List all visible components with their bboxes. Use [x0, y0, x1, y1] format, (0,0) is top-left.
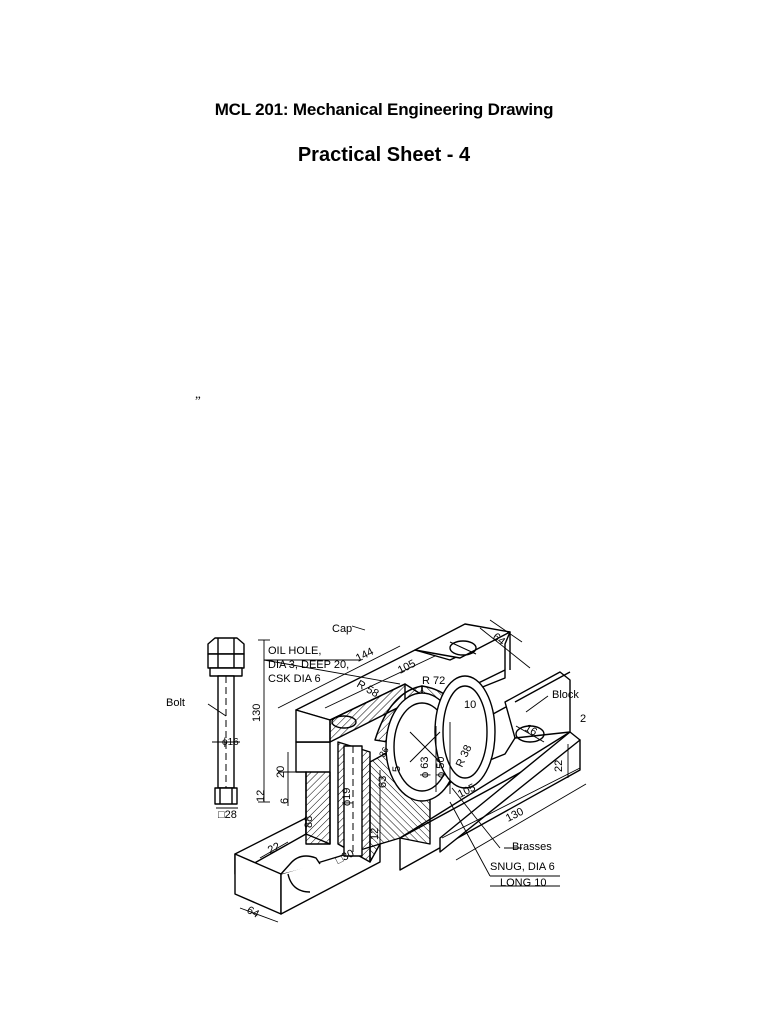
dim-20: 20: [275, 766, 287, 778]
snug-note-line2: LONG 10: [500, 877, 546, 889]
dim-phi50: ϕ 50: [435, 757, 447, 778]
dim-phi16: ϕ16: [222, 737, 239, 748]
sheet-title: Practical Sheet - 4: [297, 144, 471, 166]
isometric-drawing-svg: Cap Bolt Block Brasses OIL HOLE, DIA 3, …: [166, 619, 587, 923]
dim-144: 144: [354, 646, 376, 665]
dim-6: 6: [279, 798, 291, 804]
dim-phi19: ϕ19: [341, 788, 353, 806]
dim-12-bolt: 12: [255, 790, 267, 802]
plummer-block-drawing: Cap Bolt Block Brasses OIL HOLE, DIA 3, …: [160, 612, 600, 924]
dim-2: 2: [580, 713, 586, 725]
dim-36: 36: [377, 745, 391, 759]
snug-note-line1: SNUG, DIA 6: [490, 861, 555, 873]
dim-64-top: 64: [490, 631, 507, 648]
dim-63: 63: [377, 776, 389, 788]
stray-quote-mark: ”: [195, 393, 201, 408]
course-title: MCL 201: Mechanical Engineering Drawing: [214, 100, 554, 119]
dim-16: 16: [523, 722, 540, 739]
base-plate-shape: [234, 731, 581, 915]
oil-hole-note-line3: CSK DIA 6: [268, 673, 321, 685]
dim-64-base: 64: [245, 904, 262, 921]
oil-hole-note-line1: OIL HOLE,: [268, 645, 321, 657]
brasses-label: Brasses: [512, 841, 552, 853]
bolt-label: Bolt: [166, 697, 185, 709]
bolt-shape: [207, 637, 245, 805]
dim-10: 10: [464, 699, 476, 711]
dim-5: 5: [391, 766, 403, 772]
dim-phi63: ϕ 63: [419, 757, 431, 778]
cap-label: Cap: [332, 623, 352, 635]
dim-130-bolt: 130: [251, 704, 263, 722]
dim-22-base: 22: [266, 840, 282, 856]
dim-12-mid: 12: [369, 828, 381, 840]
block-label: Block: [552, 689, 579, 701]
dim-sq28: □28: [218, 809, 237, 821]
dim-88: 88: [303, 816, 315, 828]
dim-22-right: 22: [553, 760, 565, 772]
oil-hole-note-line2: DIA 3, DEEP 20,: [268, 659, 349, 671]
dimension-lines: [207, 619, 587, 923]
dim-r72: R 72: [422, 675, 445, 687]
